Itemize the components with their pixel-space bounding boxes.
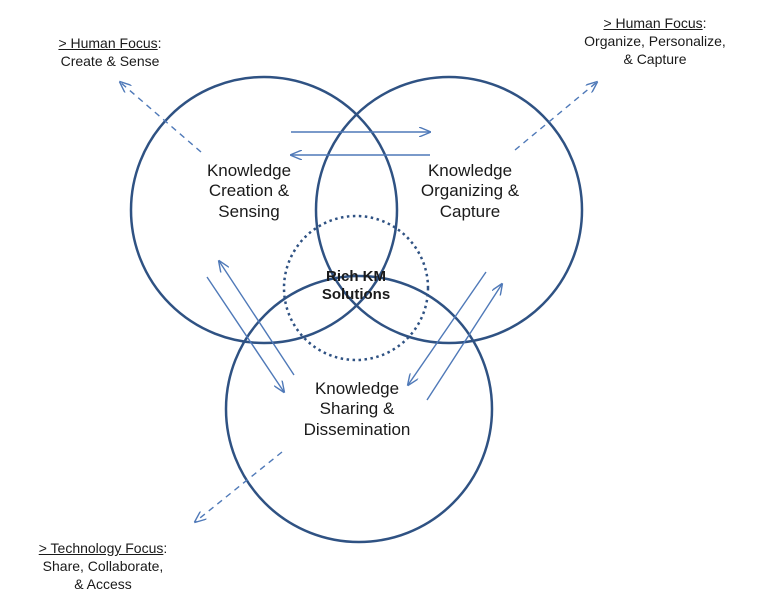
dashed-arrow-top-right — [514, 82, 597, 151]
organizing-label-line-2: Organizing & — [420, 181, 520, 201]
sharing-label-line-1: Knowledge — [314, 379, 400, 398]
focus-top-right-heading: > Human Focus — [603, 15, 703, 31]
focus-top-right-line-1: Organize, Personalize, — [584, 33, 726, 50]
center-label-line-1: Rich KM — [326, 268, 386, 285]
sharing-label-line-2: Sharing & — [319, 399, 395, 419]
rich-km-dotted-circle — [282, 214, 430, 362]
focus-bottom-left-heading: > Technology Focus — [38, 540, 164, 556]
creation-label-line-2: Creation & — [208, 181, 290, 201]
focus-top-right-colon: : — [702, 15, 707, 31]
focus-bottom-left: > Technology Focus: Share, Collaborate, … — [18, 539, 188, 594]
focus-bottom-left-line-1: Share, Collaborate, — [42, 558, 164, 575]
center-label-line-2: Solutions — [321, 286, 391, 303]
focus-bottom-left-line-2: & Access — [74, 576, 132, 593]
creation-label-line-1: Knowledge — [206, 161, 292, 180]
creation-label: Knowledge Creation & Sensing — [184, 161, 314, 222]
sharing-label-line-3: Dissemination — [303, 419, 411, 439]
arrow-organizing-to-sharing — [408, 271, 487, 385]
arrow-sharing-to-creation — [219, 261, 295, 376]
focus-top-right: > Human Focus: Organize, Personalize, & … — [560, 14, 750, 69]
dashed-arrow-bottom-left — [195, 451, 283, 522]
creation-circle — [129, 75, 399, 345]
sharing-circle — [224, 274, 494, 544]
organizing-circle — [314, 75, 584, 345]
focus-top-left-colon: : — [157, 35, 162, 51]
organizing-label: Knowledge Organizing & Capture — [395, 161, 545, 222]
arrow-creation-to-sharing — [206, 276, 284, 392]
creation-label-line-3: Sensing — [218, 201, 280, 221]
sharing-label: Knowledge Sharing & Dissemination — [282, 379, 432, 440]
organizing-label-line-1: Knowledge — [427, 161, 513, 180]
arrow-sharing-to-organizing — [426, 284, 502, 401]
organizing-label-line-3: Capture — [439, 201, 501, 221]
focus-bottom-left-colon: : — [163, 540, 168, 556]
focus-top-left-heading: > Human Focus — [58, 35, 158, 51]
focus-top-left: > Human Focus: Create & Sense — [40, 34, 180, 70]
focus-top-right-line-2: & Capture — [623, 51, 687, 68]
focus-top-left-line-1: Create & Sense — [60, 53, 160, 70]
center-label: Rich KM Solutions — [306, 268, 406, 304]
dashed-arrow-top-left — [120, 82, 202, 153]
